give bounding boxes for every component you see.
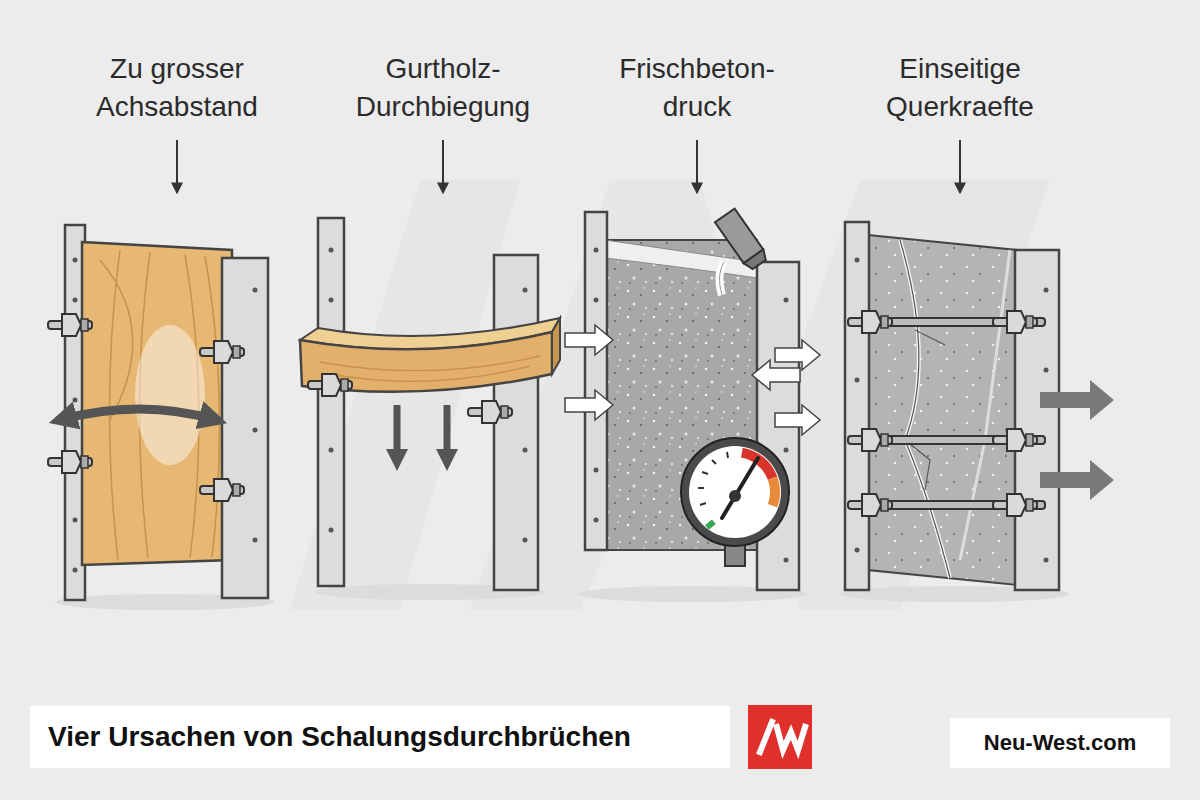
pointer-arrows-part (442, 140, 444, 192)
panel-spacing-part (73, 398, 78, 403)
panel-spacing-part (48, 451, 92, 473)
panel-lateral-part (905, 330, 945, 490)
panel-pressure-part (729, 490, 741, 502)
panel-spacing-part (48, 314, 92, 336)
panel-waler-part (394, 405, 401, 462)
panel-pressure-part (784, 448, 789, 453)
panel-waler-part (308, 374, 352, 396)
panel-pressure-part (784, 558, 789, 563)
panel-waler-part (523, 288, 528, 293)
panel-pressure-part (594, 518, 599, 523)
panel-pressure-part (565, 390, 613, 420)
website-label: Neu-West.com (950, 718, 1170, 768)
panel-lateral-part (855, 548, 860, 553)
panel-waler-part (494, 255, 538, 590)
panel-lateral-part (1044, 368, 1049, 373)
panel-lateral (840, 222, 1114, 602)
panel-pressure-part (594, 248, 599, 253)
panel-lateral-part (960, 250, 1010, 560)
panel-spacing-part (200, 341, 244, 363)
brand-logo-part (776, 724, 806, 750)
panel-lateral-part (900, 240, 950, 578)
panel-spacing-part (253, 288, 258, 293)
panel-pressure-part (681, 438, 789, 546)
cause-heading: Einseitige Querkraefte (845, 50, 1075, 126)
cause-heading: Frischbeton- druck (582, 50, 812, 126)
panel-pressure-part (752, 360, 800, 390)
panel-lateral-part (1044, 558, 1049, 563)
panel-pressure-part (775, 405, 820, 435)
panel-waler-part (318, 218, 344, 586)
panel-lateral-part (993, 429, 1037, 451)
panel-lateral-part (848, 429, 892, 451)
panel-pressure-part (744, 250, 769, 272)
watermark-part (290, 180, 1050, 610)
panel-waler-part (320, 356, 540, 381)
diagram-title: Vier Ursachen von Schalungsdurchbrüchen (30, 706, 730, 768)
panel-lateral-part (1044, 288, 1049, 293)
panel-waler (300, 218, 560, 600)
panel-pressure-part (719, 262, 724, 295)
panel-waler-part (329, 528, 334, 533)
panel-pressure-part (698, 452, 728, 505)
panel-lateral-part (848, 311, 892, 333)
panel-waler-part (523, 538, 528, 543)
panel-waler-part (329, 448, 334, 453)
pointer-arrows-part (176, 140, 178, 192)
pointer-arrows-part (959, 140, 961, 192)
brand-logo-part (760, 722, 772, 752)
panel-spacing-part (82, 242, 232, 565)
panel-spacing-part (253, 538, 258, 543)
panel-waler-part (329, 298, 334, 303)
cause-heading: Zu grosser Achsabstand (62, 50, 292, 126)
panel-lateral-part (855, 258, 860, 263)
panel-lateral-part (855, 378, 860, 383)
panel-lateral-part (900, 240, 950, 578)
panel-pressure-part (719, 262, 724, 295)
panel-spacing-part (100, 250, 220, 560)
panel-spacing-part (73, 258, 78, 263)
panel-spacing-part (73, 298, 78, 303)
panel-lateral-part (1015, 250, 1059, 590)
panel-pressure-part (773, 478, 775, 505)
watermark (290, 180, 1050, 610)
panel-spacing-part (60, 409, 216, 420)
panel-waler-part (329, 248, 334, 253)
panel-pressure-part (722, 458, 758, 518)
panel-lateral-part (993, 494, 1037, 516)
panel-lateral-part (993, 311, 1037, 333)
panel-pressure-part (705, 519, 716, 529)
panel-pressure-part (594, 468, 599, 473)
brand-logo (748, 705, 812, 769)
panel-spacing-part (222, 258, 268, 598)
panel-pressure-part (565, 325, 613, 355)
panel-waler-part (468, 401, 512, 423)
panel-lateral-part (1040, 380, 1114, 420)
panel-lateral-part (848, 494, 892, 516)
panel-pressure-part (715, 209, 769, 272)
panel-waler-part (523, 448, 528, 453)
brand-logo-part (748, 705, 812, 769)
pointer-arrows (177, 140, 960, 192)
panel-pressure-part (775, 340, 820, 370)
panel-waler-part (552, 318, 560, 374)
panel-lateral-part (845, 222, 869, 590)
pointer-arrows-part (696, 140, 698, 192)
panel-pressure-part (784, 298, 789, 303)
panel-pressure-part (689, 446, 781, 538)
panel-spacing-part (253, 428, 258, 433)
panel-spacing-part (73, 568, 78, 573)
panel-spacing (48, 225, 275, 610)
cause-heading: Gurtholz- Durchbiegung (328, 50, 558, 126)
panel-pressure (565, 209, 820, 602)
panel-spacing-part (73, 518, 78, 523)
panel-spacing-part (135, 325, 205, 465)
panel-pressure-part (585, 212, 607, 550)
panel-pressure-part (594, 298, 599, 303)
panel-lateral-part (1040, 460, 1114, 500)
panel-lateral-part (868, 235, 1017, 585)
panel-spacing-part (200, 479, 244, 501)
panel-waler-part (444, 405, 451, 462)
